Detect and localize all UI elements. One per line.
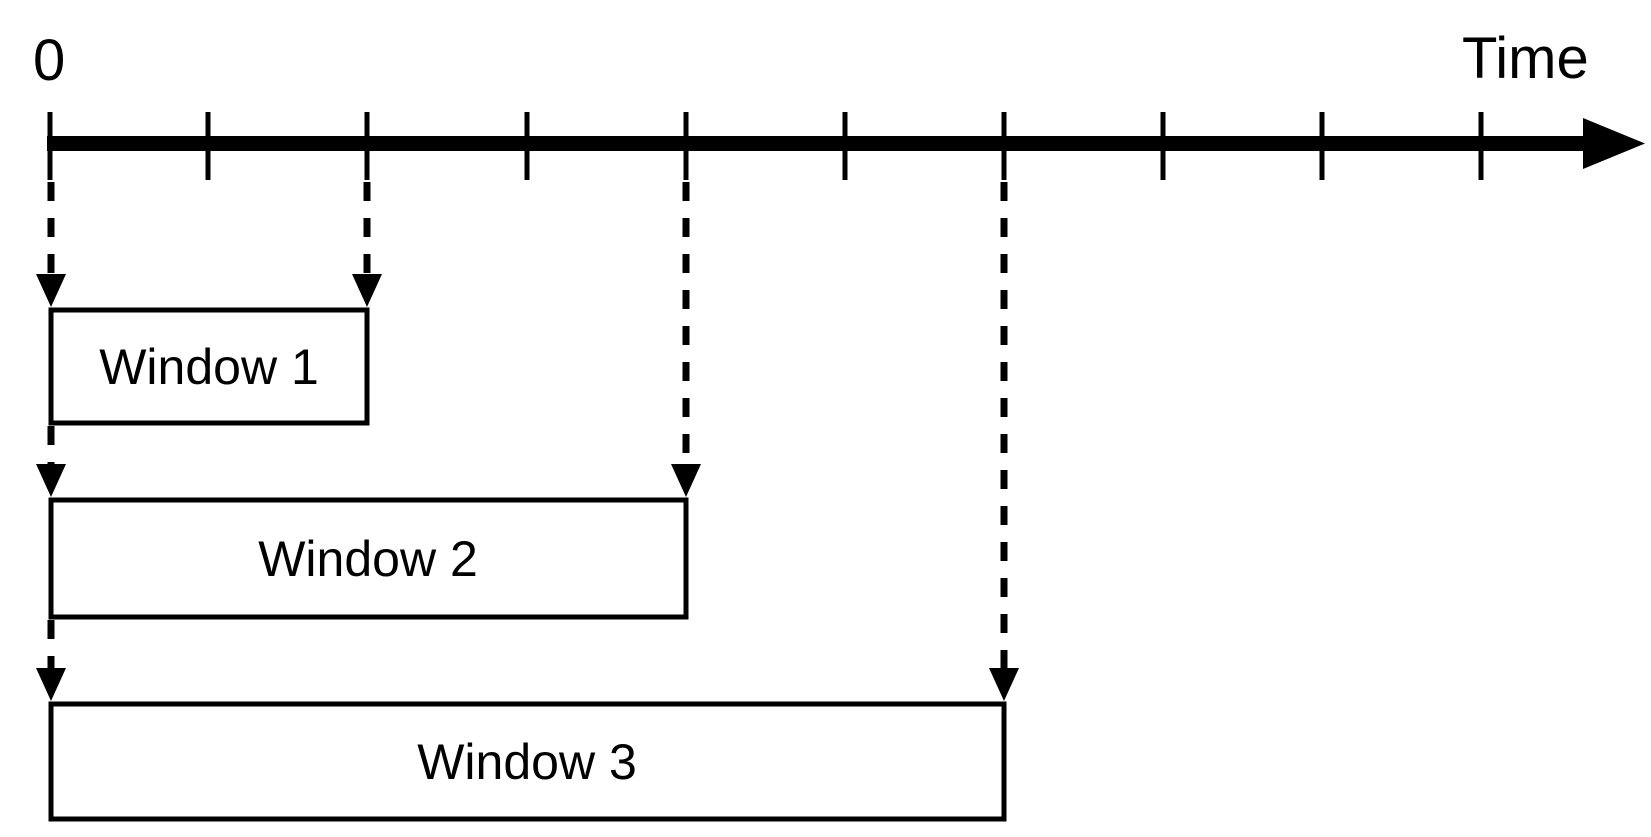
time-axis-arrowhead	[1583, 118, 1645, 169]
window-1[interactable]: Window 1	[48, 307, 370, 426]
dropper-window-1-start	[36, 182, 66, 307]
time-axis-line	[47, 136, 1595, 151]
axis-origin-label: 0	[33, 28, 65, 93]
window-3[interactable]: Window 3	[48, 701, 1007, 822]
window-3-label: Window 3	[417, 734, 637, 790]
dropper-arrowhead	[671, 464, 701, 497]
dropper-arrowhead	[36, 668, 66, 701]
dropper-window-1-end	[352, 182, 382, 307]
dropper-window-3-end	[989, 182, 1019, 701]
dropper-arrowhead	[352, 274, 382, 307]
dropper-arrowhead	[36, 274, 66, 307]
window-3-box[interactable]	[48, 701, 1007, 822]
window-2-box[interactable]	[48, 497, 689, 620]
dropper-window-3-start	[36, 620, 66, 701]
window-1-label: Window 1	[99, 339, 319, 395]
dropper-window-2-end	[671, 182, 701, 497]
dropper-arrowhead	[36, 464, 66, 497]
window-2-label: Window 2	[258, 531, 478, 587]
axis-time-label: Time	[1462, 26, 1589, 91]
dropper-arrowhead	[989, 668, 1019, 701]
dropper-window-2-start	[36, 426, 66, 497]
window-1-box[interactable]	[48, 307, 370, 426]
window-2[interactable]: Window 2	[48, 497, 689, 620]
